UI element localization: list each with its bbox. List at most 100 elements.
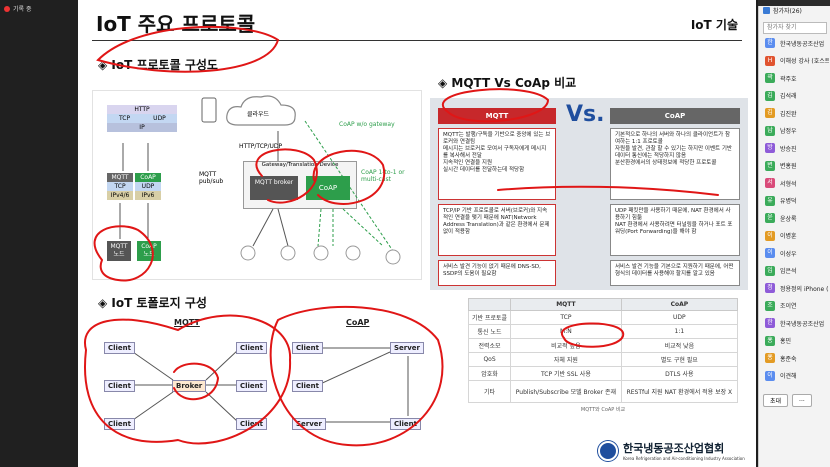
stack-ip: IP <box>107 123 177 132</box>
coap-stack-udp: UDP <box>135 182 161 191</box>
mqtt-card-1: MQTT는 발행/구독을 기반으로 중앙에 있는 브로커와 연결됨 메시지는 브… <box>438 128 556 200</box>
coap-header: CoAP <box>610 108 740 124</box>
mqtt-card1-item: 실시간 데이터를 전달하는데 적당함 <box>443 167 525 173</box>
participant-search-input[interactable]: 참가자 찾기 <box>763 22 827 34</box>
recording-indicator[interactable]: 기록 중 <box>4 4 31 13</box>
association-emblem-icon <box>598 440 618 461</box>
coap-client-2: Client <box>292 380 324 392</box>
coap-server-2: Server <box>390 342 425 354</box>
table-row: 통신 노드 M:N 1:1 <box>467 324 739 339</box>
protocol-diagram: HTTP TCP UDP IP MQTT TCP IPv4/6 CoAP UDP… <box>92 90 422 280</box>
coap-card-2: UDP 패킷만을 사용하기 때문에, NAT 환경에서 사용하기 힘듦 NAT … <box>610 204 740 256</box>
participant-avatar: 정 <box>765 283 775 293</box>
coap-card2-item: NAT 환경에서 사용하려면 터널링을 하거나 포트 포워딩(Port Forw… <box>615 222 733 235</box>
participant-name: 한국냉동공조산업 <box>780 40 825 48</box>
table-cell: UDP <box>620 310 739 325</box>
mqtt-card1-item: MQTT는 발행/구독을 기반으로 중앙에 있는 브로커와 연결됨 <box>443 132 551 145</box>
topology-coap-title: CoAP <box>346 318 370 327</box>
coap-card2-item: UDP 패킷만을 사용하기 때문에, NAT 환경에서 사용하기 힘듦 <box>615 208 731 221</box>
participant-avatar: 유 <box>765 195 775 206</box>
participant-avatar: 서 <box>765 178 775 188</box>
coap-card-3: 서비스 발견 기능을 기본으로 지원하기 때문에, 어떤 형식의 데이터를 사용… <box>610 260 740 286</box>
participants-header: 참가자(26) <box>763 6 802 15</box>
section-mqtt-vs-coap: ◈ MQTT Vs CoAp 비교 <box>438 76 577 90</box>
participant-name: 김진완 <box>780 110 797 118</box>
coap-card3-item: 서비스 발견 기능을 기본으로 지원하기 때문에, 어떤 형식의 데이터를 사용… <box>615 264 734 277</box>
participant-avatar: 조 <box>765 300 775 311</box>
table-caption: MQTT와 CoAP 비교 <box>580 407 626 413</box>
recording-label: 기록 중 <box>13 6 32 13</box>
coap-card-1: 기본적으로 하나의 서버와 하나의 클라이언트가 참여하는 1:1 프로토콜 자… <box>610 128 740 200</box>
table-cell: 기반 프로토콜 <box>467 310 512 325</box>
stack-udp: UDP <box>142 114 177 123</box>
participant-row[interactable]: 정 정용정의 iPhone (3) <box>765 283 829 293</box>
mqtt-card-3: 서비스 발견 기능이 없기 때문에 DNS-SD, SSDP의 도움이 필요함 <box>438 260 556 286</box>
tablet-icon <box>201 97 217 123</box>
record-dot-icon <box>4 5 10 12</box>
coap-server-1: Server <box>292 418 327 430</box>
logo-name: 한국냉동공조산업협회 <box>623 442 725 455</box>
participant-row[interactable]: 김 김석래 <box>765 90 829 101</box>
participant-name: 조이연 <box>780 303 797 310</box>
participant-name: 남정우 <box>780 128 797 135</box>
left-gutter: 기록 중 <box>0 0 78 467</box>
mqtt-header: MQTT <box>438 108 556 124</box>
participant-name: 홍준숙 <box>780 355 797 363</box>
mqtt-stack-mqtt: MQTT <box>107 173 133 182</box>
participant-row[interactable]: H 이해성 강사 (호스트) <box>765 55 829 66</box>
more-button[interactable]: ... <box>792 394 812 407</box>
coap-gateway-label: CoAP w/o gateway <box>339 121 395 128</box>
mqtt-card-2: TCP/IP 기반 프로토콜로 서버(브로커)와 지속적인 연결을 맺기 때문에… <box>438 204 556 256</box>
table-cell: RESTful 지원 NAT 환경에서 적용 보장 X <box>620 380 739 403</box>
participant-name: 변홍원 <box>780 163 797 170</box>
table-cell: TCP 기반 SSL 사용 <box>510 366 622 381</box>
participant-name: 김석래 <box>780 93 797 100</box>
participant-name: 정용정의 iPhone (3) <box>780 285 829 293</box>
participant-avatar: 이 <box>765 230 775 241</box>
participant-name: 이성우 <box>780 250 797 258</box>
mqtt-client-4: Client <box>236 342 268 354</box>
vs-label: Vs. <box>566 102 605 127</box>
participant-name: 곽주호 <box>780 75 797 83</box>
participant-row[interactable]: 조 조이연 <box>765 300 829 311</box>
table-cell: DTLS 사용 <box>620 366 739 381</box>
participant-avatar: 김 <box>765 90 775 101</box>
table-cell: 별도 구현 필요 <box>620 352 739 367</box>
cloud-label: 클라우드 <box>247 111 270 118</box>
table-row: 전력소모 비교적 높음 비교적 낮음 <box>467 338 739 353</box>
table-cell: M:N <box>510 324 622 339</box>
participant-avatar: H <box>765 55 775 66</box>
http-tcp-label: HTTP/TCP/UDP <box>239 143 283 150</box>
association-logo: 한국냉동공조산업협회 Korea Refrigeration and Air-c… <box>598 440 745 461</box>
logo-subtitle: Korea Refrigeration and Air-conditioning… <box>623 456 745 461</box>
mqtt-client-5: Client <box>236 380 268 392</box>
section-protocol-diagram: ◈ IoT 프로토콜 구성도 <box>98 58 218 72</box>
mqtt-vs-coap-image: MQTT Vs. CoAP MQTT는 발행/구독을 기반으로 중앙에 있는 브… <box>430 98 748 290</box>
participant-name: 임은석 <box>780 268 797 275</box>
table-header <box>467 298 512 311</box>
invite-button[interactable]: 초대 <box>763 394 789 407</box>
mqtt-pubsub-label: MQTT pub/sub <box>199 171 224 185</box>
table-cell: 기타 <box>467 380 512 403</box>
coap-stack-coap: CoAP <box>135 173 161 182</box>
participant-name: 이해성 강사 (호스트) <box>780 58 829 65</box>
participant-avatar: 윤 <box>765 213 775 223</box>
comparison-table: MQTT CoAP 기반 프로토콜 TCP UDP 통신 노드 M:N 1:1 <box>467 298 739 403</box>
